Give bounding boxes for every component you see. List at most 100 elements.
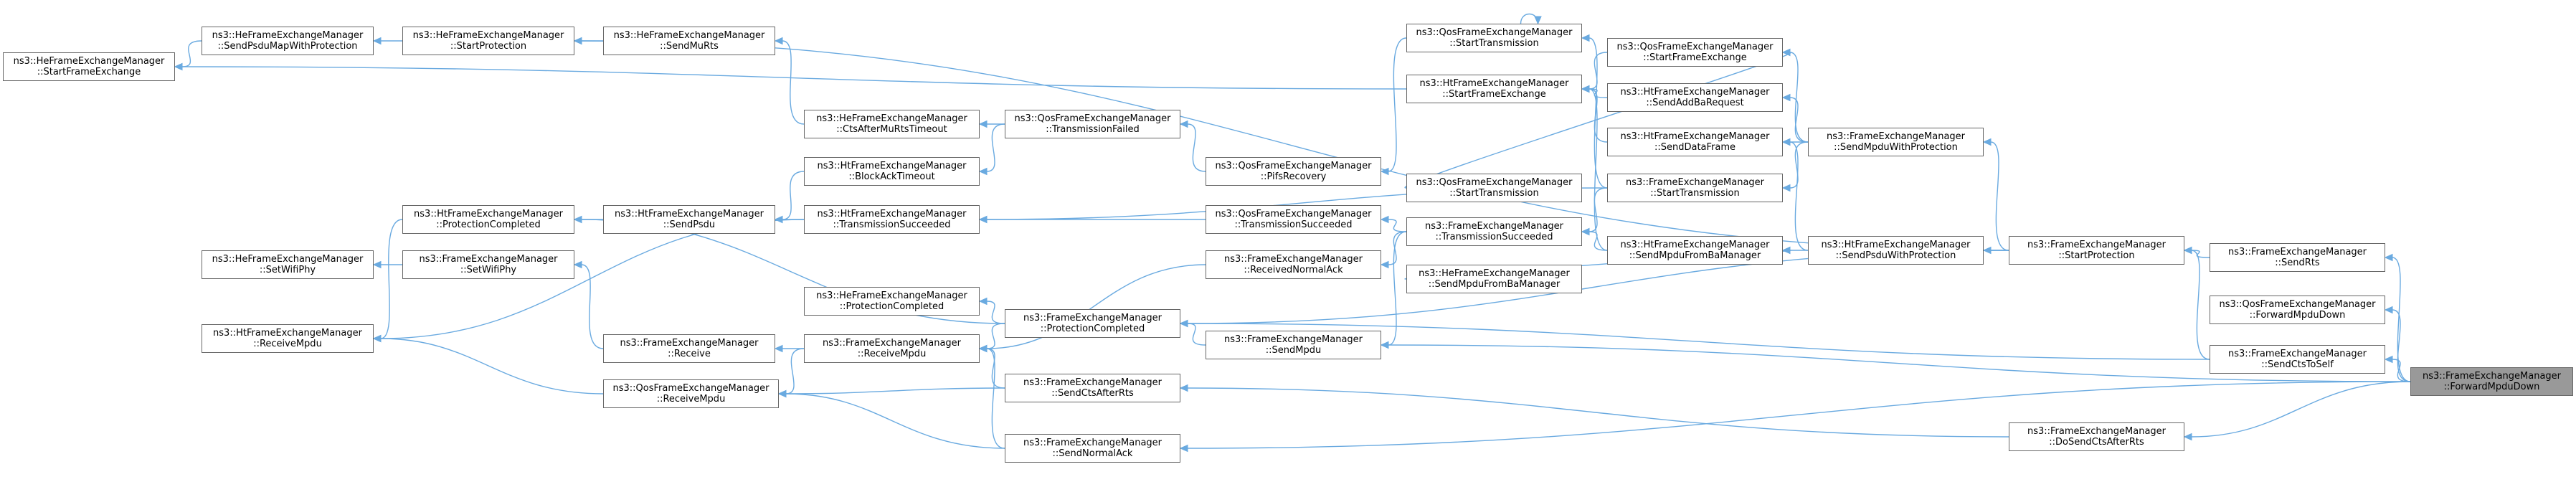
graph-node[interactable]: ns3::FrameExchangeManager::StartTransmis… [1607, 174, 1783, 202]
edge-arrowhead [978, 297, 988, 306]
node-label-class: ns3::HeFrameExchangeManager [412, 30, 564, 41]
graph-node[interactable]: ns3::FrameExchangeManager::SendMpduWithP… [1808, 128, 1984, 156]
graph-node[interactable]: ns3::HeFrameExchangeManager::StartFrameE… [3, 52, 175, 81]
call-edge [782, 171, 805, 220]
graph-node[interactable]: ns3::HtFrameExchangeManager::Transmissio… [804, 205, 980, 234]
graph-node[interactable]: ns3::HeFrameExchangeManager::SetWifiPhy [202, 250, 374, 279]
call-edge [1187, 323, 2210, 360]
graph-node[interactable]: ns3::FrameExchangeManager::DoSendCtsAfte… [2009, 422, 2184, 451]
node-label-class: ns3::HtFrameExchangeManager [1620, 87, 1770, 98]
graph-node[interactable]: ns3::QosFrameExchangeManager::StartFrame… [1607, 38, 1783, 67]
call-edge [380, 219, 805, 339]
call-edge [1388, 37, 1407, 172]
graph-node[interactable]: ns3::FrameExchangeManager::SendCtsToSelf [2210, 345, 2385, 374]
node-label-method: ::SendMuRts [660, 41, 719, 52]
graph-node[interactable]: ns3::FrameExchangeManager::Receive [603, 334, 775, 363]
graph-node[interactable]: ns3::HeFrameExchangeManager::SendPsduMap… [202, 27, 374, 55]
graph-node[interactable]: ns3::HtFrameExchangeManager::SendDataFra… [1607, 128, 1783, 156]
node-label-class: ns3::QosFrameExchangeManager [1014, 113, 1171, 124]
graph-node[interactable]: ns3::FrameExchangeManager::SendCtsAfterR… [1005, 374, 1180, 402]
node-label-method: ::SendRts [2275, 257, 2320, 268]
call-edge [986, 264, 1206, 349]
call-edge [1388, 344, 2411, 382]
node-label-method: ::ForwardMpduDown [2443, 382, 2540, 392]
graph-node[interactable]: ns3::HtFrameExchangeManager::SendAddBaRe… [1607, 83, 1783, 112]
call-edge [785, 393, 1005, 449]
graph-node[interactable]: ns3::HeFrameExchangeManager::SendMpduFro… [1406, 265, 1582, 293]
graph-node[interactable]: ns3::QosFrameExchangeManager::ReceiveMpd… [603, 379, 779, 408]
graph-node[interactable]: ns3::HeFrameExchangeManager::SendMuRts [603, 27, 775, 55]
graph-node[interactable]: ns3::FrameExchangeManager::ProtectionCom… [1005, 309, 1180, 338]
graph-node[interactable]: ns3::QosFrameExchangeManager::ForwardMpd… [2210, 296, 2385, 324]
call-edge [1588, 37, 1608, 189]
edge-arrowhead [1982, 138, 1992, 146]
graph-node[interactable]: ns3::HtFrameExchangeManager::SendMpduFro… [1607, 236, 1783, 265]
node-label-class: ns3::FrameExchangeManager [419, 254, 558, 265]
edge-arrowhead [1581, 85, 1590, 93]
graph-node[interactable]: ns3::HtFrameExchangeManager::BlockAckTim… [804, 157, 980, 186]
node-label-class: ns3::HeFrameExchangeManager [13, 56, 165, 67]
node-label-method: ::SetWifiPhy [259, 265, 316, 275]
graph-node[interactable]: ns3::HeFrameExchangeManager::StartProtec… [402, 27, 574, 55]
graph-node[interactable]: ns3::FrameExchangeManager::ReceiveMpdu [804, 334, 980, 363]
call-edge [1388, 219, 1407, 232]
graph-node[interactable]: ns3::FrameExchangeManager::SendNormalAck [1005, 434, 1180, 463]
graph-node[interactable]: ns3::HeFrameExchangeManager::CtsAfterMuR… [804, 110, 980, 138]
node-label-method: ::SendPsduWithProtection [1835, 250, 1956, 261]
graph-node[interactable]: ns3::FrameExchangeManager::ReceivedNorma… [1206, 250, 1381, 279]
call-edge [1990, 141, 2009, 251]
node-label-method: ::SendAddBaRequest [1646, 98, 1744, 108]
call-edge [181, 40, 202, 67]
edge-arrowhead [1179, 444, 1188, 453]
node-label-class: ns3::QosFrameExchangeManager [1416, 27, 1573, 38]
graph-node[interactable]: ns3::FrameExchangeManager::SendRts [2210, 243, 2385, 272]
graph-node[interactable]: ns3::QosFrameExchangeManager::Transmissi… [1005, 110, 1180, 138]
call-edge [1789, 97, 1809, 143]
node-label-class: ns3::HtFrameExchangeManager [1620, 240, 1770, 250]
highlighted-node[interactable]: ns3::FrameExchangeManager::ForwardMpduDo… [2410, 367, 2573, 396]
graph-node[interactable]: ns3::QosFrameExchangeManager::StartTrans… [1406, 24, 1582, 52]
node-label-class: ns3::HtFrameExchangeManager [615, 209, 764, 219]
graph-node[interactable]: ns3::FrameExchangeManager::TransmissionS… [1406, 217, 1582, 246]
graph-node[interactable]: ns3::HtFrameExchangeManager::ReceiveMpdu [202, 324, 374, 353]
node-label-method: ::StartTransmission [1650, 188, 1740, 199]
node-label-method: ::BlockAckTimeout [848, 171, 935, 182]
node-label-method: ::TransmissionSucceeded [833, 219, 951, 230]
node-label-method: ::Receive [668, 349, 711, 359]
edge-arrowhead [1179, 384, 1188, 392]
graph-node[interactable]: ns3::HeFrameExchangeManager::ProtectionC… [804, 287, 980, 316]
call-edge [1588, 52, 1608, 90]
graph-node[interactable]: ns3::FrameExchangeManager::StartProtecti… [2009, 236, 2184, 265]
graph-node[interactable]: ns3::HtFrameExchangeManager::SendPsduWit… [1808, 236, 1984, 265]
node-label-method: ::ReceiveMpdu [656, 394, 726, 405]
graph-node[interactable]: ns3::HtFrameExchangeManager::ProtectionC… [402, 205, 574, 234]
call-edge [1588, 88, 1608, 98]
node-label-method: ::SendNormalAck [1052, 448, 1133, 459]
node-label-class: ns3::HeFrameExchangeManager [816, 113, 967, 124]
node-label-method: ::SendMpduWithProtection [1834, 142, 1958, 153]
node-label-class: ns3::HtFrameExchangeManager [213, 328, 362, 339]
graph-node[interactable]: ns3::QosFrameExchangeManager::StartTrans… [1406, 174, 1582, 202]
node-label-method: ::TransmissionSucceeded [1435, 232, 1553, 242]
node-label-class: ns3::FrameExchangeManager [2027, 426, 2167, 437]
edge-arrowhead [174, 62, 183, 71]
node-label-method: ::SendPsdu [663, 219, 716, 230]
graph-node[interactable]: ns3::QosFrameExchangeManager::Transmissi… [1206, 205, 1381, 234]
call-edge [1789, 141, 1809, 251]
graph-node[interactable]: ns3::FrameExchangeManager::SetWifiPhy [402, 250, 574, 279]
edge-arrowhead [573, 260, 582, 269]
call-edge [1187, 323, 1206, 346]
graph-node[interactable]: ns3::QosFrameExchangeManager::PifsRecove… [1206, 157, 1381, 186]
graph-node[interactable]: ns3::HtFrameExchangeManager::StartFrameE… [1406, 75, 1582, 103]
call-edge [1789, 141, 1809, 189]
edge-arrowhead [2384, 355, 2393, 364]
graph-node[interactable]: ns3::FrameExchangeManager::SendMpdu [1206, 331, 1381, 359]
graph-node[interactable]: ns3::HtFrameExchangeManager::SendPsdu [603, 205, 775, 234]
node-label-method: ::SendDataFrame [1654, 142, 1736, 153]
node-label-method: ::SendMpduFromBaManager [1629, 250, 1761, 261]
edge-arrowhead [372, 37, 382, 45]
node-label-class: ns3::FrameExchangeManager [1424, 221, 1564, 232]
node-label-method: ::StartTransmission [1449, 38, 1539, 49]
call-edge [986, 348, 1005, 449]
call-edge [785, 348, 805, 394]
